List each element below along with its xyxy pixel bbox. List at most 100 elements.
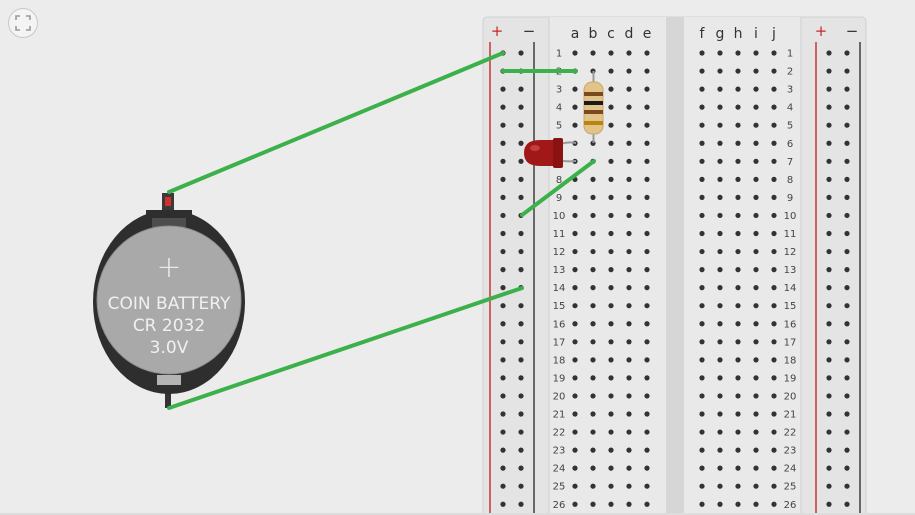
breadboard-hole[interactable] (753, 483, 759, 489)
breadboard-hole[interactable] (771, 285, 777, 291)
breadboard-hole[interactable] (590, 303, 596, 309)
breadboard-hole[interactable] (753, 248, 759, 255)
breadboard-hole[interactable] (717, 194, 723, 200)
breadboard-hole[interactable] (826, 86, 832, 92)
breadboard-hole[interactable] (699, 104, 705, 110)
breadboard-hole[interactable] (735, 447, 741, 453)
breadboard-hole[interactable] (826, 411, 832, 417)
breadboard-hole[interactable] (771, 303, 777, 309)
breadboard-hole[interactable] (518, 230, 524, 237)
breadboard-hole[interactable] (771, 104, 777, 110)
breadboard-hole[interactable] (608, 158, 614, 164)
breadboard-hole[interactable] (626, 267, 632, 273)
breadboard-hole[interactable] (844, 501, 850, 507)
breadboard-hole[interactable] (644, 375, 650, 381)
breadboard-hole[interactable] (500, 248, 506, 255)
breadboard-hole[interactable] (500, 465, 506, 471)
resistor[interactable] (583, 71, 604, 143)
breadboard-hole[interactable] (590, 230, 596, 237)
breadboard-hole[interactable] (844, 339, 850, 345)
breadboard-hole[interactable] (626, 104, 632, 110)
breadboard-hole[interactable] (608, 285, 614, 291)
breadboard-hole[interactable] (500, 194, 506, 200)
breadboard-hole[interactable] (699, 122, 705, 128)
breadboard-hole[interactable] (699, 411, 705, 417)
breadboard-hole[interactable] (572, 393, 578, 399)
breadboard-hole[interactable] (644, 212, 650, 219)
breadboard-hole[interactable] (572, 321, 578, 327)
breadboard-hole[interactable] (735, 303, 741, 309)
breadboard-hole[interactable] (626, 176, 632, 182)
breadboard-hole[interactable] (699, 339, 705, 345)
breadboard-hole[interactable] (826, 140, 832, 146)
breadboard-hole[interactable] (608, 248, 614, 255)
breadboard-hole[interactable] (735, 465, 741, 471)
breadboard-hole[interactable] (500, 447, 506, 453)
breadboard-hole[interactable] (608, 429, 614, 435)
breadboard-hole[interactable] (826, 483, 832, 489)
breadboard-hole[interactable] (735, 230, 741, 237)
breadboard-hole[interactable] (699, 483, 705, 489)
breadboard-hole[interactable] (518, 447, 524, 453)
fit-to-view-button[interactable] (8, 8, 38, 38)
breadboard-hole[interactable] (590, 321, 596, 327)
breadboard-hole[interactable] (844, 267, 850, 273)
breadboard-hole[interactable] (518, 104, 524, 110)
breadboard-hole[interactable] (826, 212, 832, 219)
breadboard-hole[interactable] (626, 411, 632, 417)
breadboard-hole[interactable] (608, 465, 614, 471)
breadboard-hole[interactable] (608, 230, 614, 237)
breadboard-hole[interactable] (717, 411, 723, 417)
breadboard-hole[interactable] (771, 411, 777, 417)
breadboard-hole[interactable] (608, 411, 614, 417)
breadboard-hole[interactable] (500, 357, 506, 363)
breadboard-hole[interactable] (735, 158, 741, 164)
breadboard-hole[interactable] (753, 212, 759, 219)
breadboard-hole[interactable] (699, 393, 705, 399)
breadboard-hole[interactable] (572, 375, 578, 381)
breadboard-hole[interactable] (771, 447, 777, 453)
breadboard-hole[interactable] (572, 303, 578, 309)
breadboard-hole[interactable] (735, 104, 741, 110)
breadboard-hole[interactable] (717, 429, 723, 435)
breadboard-hole[interactable] (500, 230, 506, 237)
breadboard-hole[interactable] (590, 248, 596, 255)
breadboard-hole[interactable] (644, 501, 650, 507)
breadboard-hole[interactable] (644, 303, 650, 309)
breadboard-hole[interactable] (826, 267, 832, 273)
breadboard-hole[interactable] (717, 483, 723, 489)
breadboard-hole[interactable] (826, 321, 832, 327)
breadboard-hole[interactable] (844, 393, 850, 399)
breadboard-hole[interactable] (844, 303, 850, 309)
breadboard-hole[interactable] (699, 50, 705, 56)
breadboard-hole[interactable] (753, 158, 759, 164)
breadboard-hole[interactable] (644, 86, 650, 92)
breadboard-hole[interactable] (771, 393, 777, 399)
breadboard-hole[interactable] (735, 140, 741, 146)
breadboard-hole[interactable] (590, 176, 596, 182)
breadboard-hole[interactable] (844, 122, 850, 128)
breadboard-hole[interactable] (826, 447, 832, 453)
breadboard-hole[interactable] (753, 501, 759, 507)
breadboard-hole[interactable] (753, 86, 759, 92)
breadboard-hole[interactable] (753, 50, 759, 56)
breadboard-hole[interactable] (500, 375, 506, 381)
breadboard-hole[interactable] (826, 104, 832, 110)
breadboard-hole[interactable] (500, 303, 506, 309)
breadboard-hole[interactable] (699, 230, 705, 237)
breadboard-hole[interactable] (699, 447, 705, 453)
breadboard-hole[interactable] (518, 465, 524, 471)
breadboard-hole[interactable] (572, 339, 578, 345)
breadboard-hole[interactable] (626, 285, 632, 291)
breadboard-hole[interactable] (735, 248, 741, 255)
breadboard-hole[interactable] (771, 465, 777, 471)
breadboard-hole[interactable] (699, 158, 705, 164)
breadboard-hole[interactable] (699, 140, 705, 146)
breadboard-hole[interactable] (699, 285, 705, 291)
breadboard-hole[interactable] (500, 411, 506, 417)
breadboard-hole[interactable] (590, 194, 596, 200)
breadboard-hole[interactable] (608, 86, 614, 92)
breadboard-hole[interactable] (771, 158, 777, 164)
breadboard-hole[interactable] (844, 230, 850, 237)
